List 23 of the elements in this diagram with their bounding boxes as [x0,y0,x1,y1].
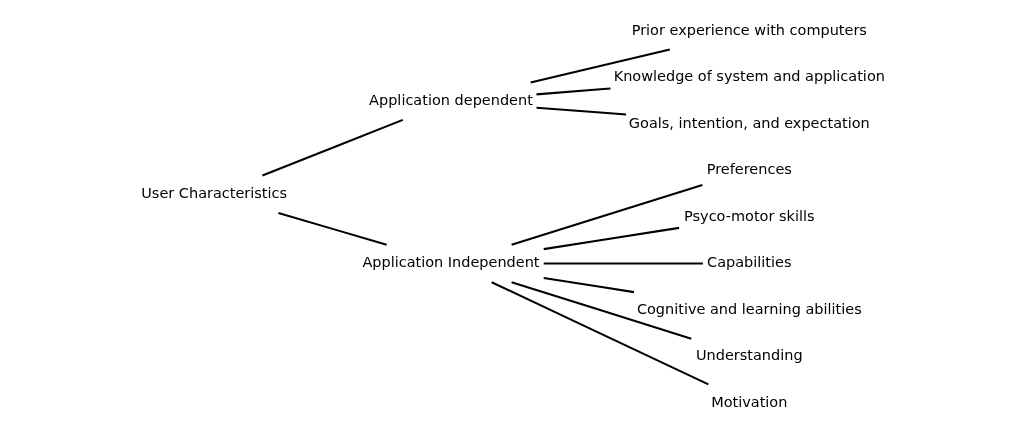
connector [543,276,635,294]
node-text: Capabilities [707,254,792,271]
connector [278,211,387,246]
connector [530,48,671,84]
node-text: Prior experience with computers [631,21,867,38]
connector [543,262,703,265]
node-text: Preferences [706,161,792,178]
node-text: Knowledge of system and application [613,68,885,85]
node-text: Cognitive and learning abilities [636,300,862,317]
connector [543,226,680,251]
node-text: User Characteristics [141,185,288,202]
connector [491,281,709,386]
connector [536,106,627,116]
connector [511,281,692,340]
connector [262,118,404,177]
node-text: Application Independent [362,254,540,271]
node-text: Goals, intention, and expectation [628,114,870,131]
node-text: Motivation [711,393,788,410]
connector [511,183,703,246]
node-text: Application dependent [369,92,533,109]
node-text: Psyco-motor skills [684,207,815,224]
connector [536,87,611,96]
node-text: Understanding [695,347,803,364]
